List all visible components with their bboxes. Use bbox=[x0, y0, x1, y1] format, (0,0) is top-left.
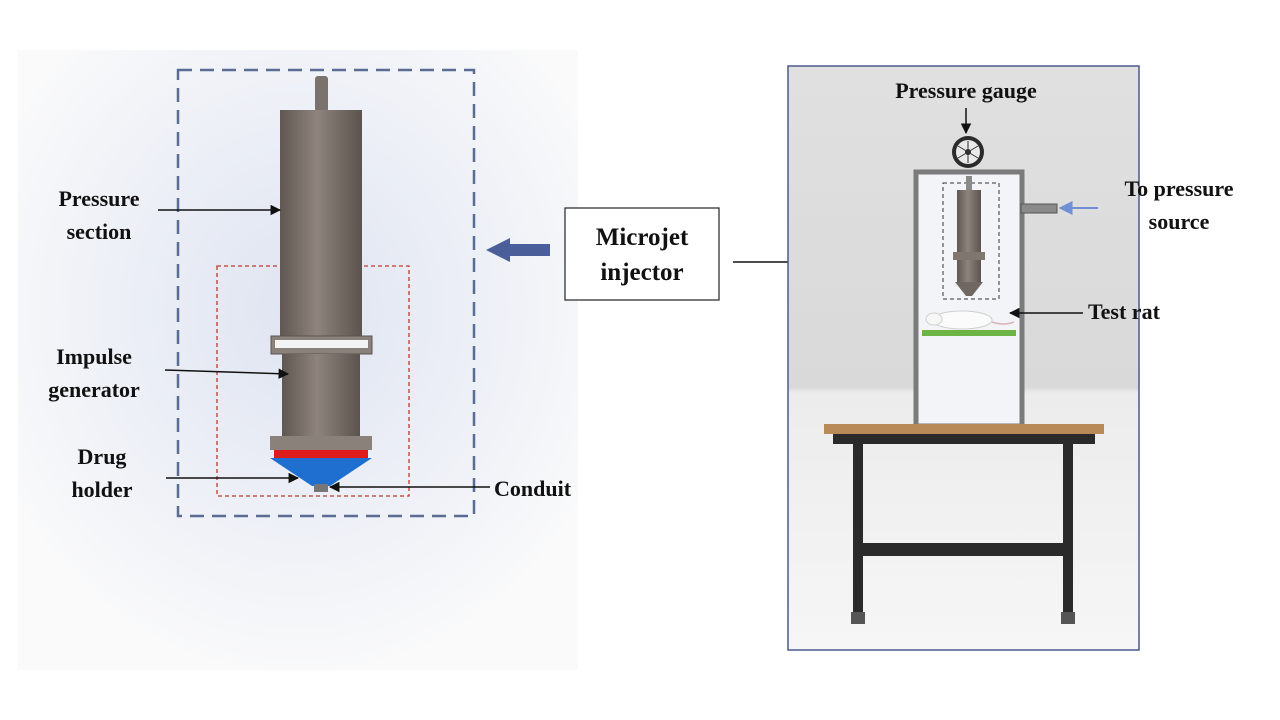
label-conduit: Conduit bbox=[494, 476, 572, 501]
impulse-dashed-boundary bbox=[216, 265, 410, 497]
label-test-rat: Test rat bbox=[1088, 299, 1160, 324]
pressure-gauge-icon bbox=[952, 108, 984, 168]
drug-holder-cone bbox=[270, 458, 372, 486]
microjet-injector-box bbox=[564, 207, 720, 301]
pressure-inlet-pipe bbox=[1020, 203, 1058, 214]
impulse-generator-cylinder bbox=[282, 354, 360, 436]
rat-platform bbox=[922, 330, 1016, 336]
impulse-ring-band bbox=[275, 340, 368, 348]
test-frame bbox=[913, 169, 1058, 429]
microjet-injector-model bbox=[270, 76, 373, 492]
injector-dashed-boundary bbox=[176, 68, 476, 518]
drug-holder-cap bbox=[270, 436, 372, 450]
support-table bbox=[824, 424, 1104, 624]
impulse-generator-arrow bbox=[164, 368, 290, 379]
pressure-section-cylinder bbox=[280, 110, 362, 336]
conduit-tip bbox=[314, 484, 328, 492]
piston-rod bbox=[315, 76, 328, 112]
red-band bbox=[274, 450, 368, 458]
pointer-arrow-blue bbox=[486, 238, 550, 262]
label-pressure-gauge: Pressure gauge bbox=[895, 78, 1037, 103]
